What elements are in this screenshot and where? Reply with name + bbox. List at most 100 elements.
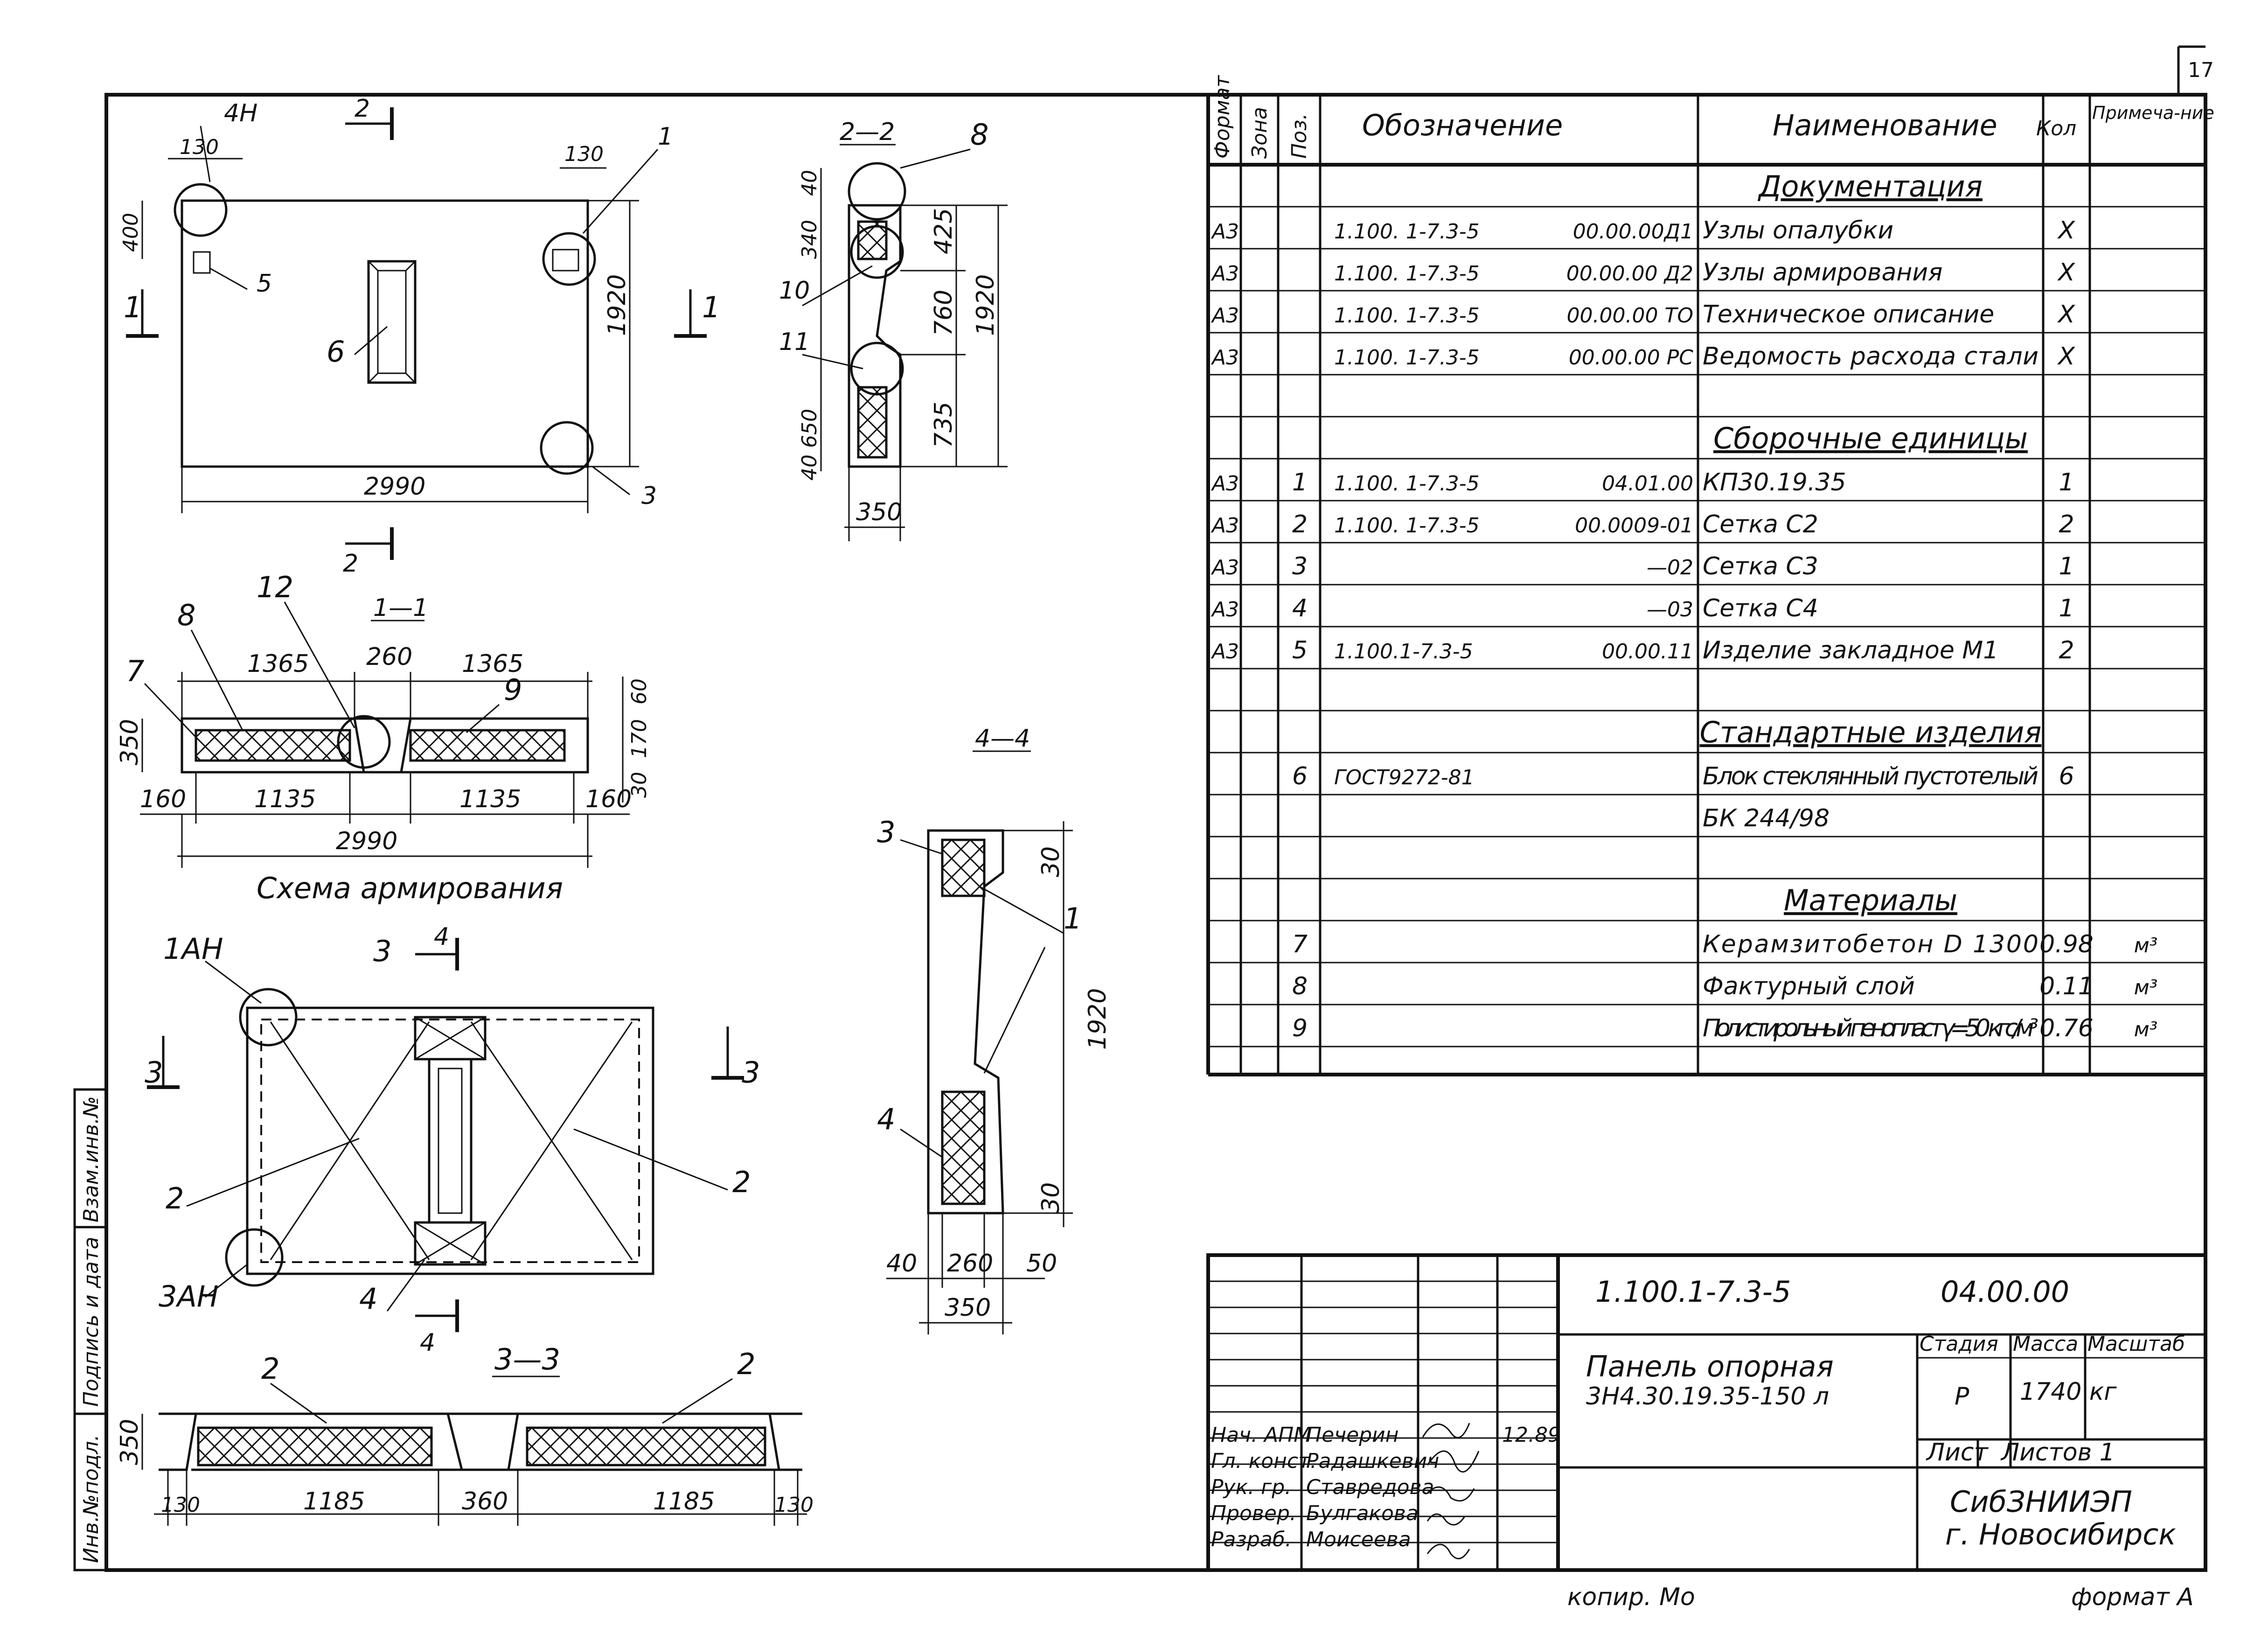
scheme-title: Схема армирования <box>257 871 563 905</box>
spec-header-name: Наименование <box>1773 108 1997 142</box>
sheet-number-box <box>2177 45 2205 95</box>
plan-dim-length: 2990 <box>364 473 425 501</box>
s11-dim-160-left: 160 <box>140 785 186 813</box>
spec-cell-pos: 7 <box>1292 930 1308 958</box>
plan-mark-1: 1 <box>658 123 673 151</box>
spec-header-qty: Кол <box>2036 117 2076 140</box>
s33-dim-360: 360 <box>462 1487 508 1515</box>
title-mass: 1740 кг <box>2020 1378 2117 1406</box>
title-designation-2: 04.00.00 <box>1941 1275 2069 1309</box>
section-1-1-title: 1—1 <box>373 594 428 622</box>
spec-cell-designation-2: 00.00.11 <box>1602 640 1693 663</box>
spec-cell-format: А3 <box>1211 472 1239 496</box>
spec-cell-designation: 1.100. 1-7.3-5 <box>1334 262 1480 286</box>
spec-section-title: Стандартные изделия <box>1699 715 2041 749</box>
spec-cell-name: Ведомость расхода стали <box>1703 342 2038 370</box>
title-date: 12.89 <box>1502 1423 1561 1447</box>
spec-cell-designation-2: 00.00.00Д1 <box>1573 220 1693 244</box>
spec-cell-name: КП30.19.35 <box>1703 468 1846 496</box>
spec-cell-name: Керамзитобетон D 1300 <box>1703 930 2038 958</box>
s44-dim-1920: 1920 <box>1084 988 1112 1050</box>
plan-dim-1920: 1920 <box>603 274 631 336</box>
spec-cell-name: БК 244/98 <box>1703 804 1830 832</box>
signature-role: Нач. АПМ <box>1211 1423 1311 1447</box>
s11-dim-60: 60 <box>627 678 651 705</box>
spec-cell-designation: 1.100. 1-7.3-5 <box>1334 514 1480 538</box>
s22-dim-340: 340 <box>798 220 821 259</box>
spec-cell-format: А3 <box>1211 304 1239 328</box>
s11-dim-1365-right: 1365 <box>462 650 523 678</box>
signature-role: Рук. гр. <box>1211 1475 1291 1499</box>
plan-cut-2-bottom: 2 <box>343 550 358 578</box>
s22-dim-350: 350 <box>856 498 902 526</box>
signature-role: Гл. конст. <box>1211 1449 1317 1473</box>
format-stamp: формат А <box>2071 1583 2194 1611</box>
scheme-cut-3-left: 3 <box>145 1055 163 1089</box>
s11-dim-260: 260 <box>366 643 412 671</box>
spec-section-title: Документация <box>1757 169 1983 203</box>
s33-dim-1185-left: 1185 <box>303 1487 365 1515</box>
spec-cell-name: Изделие закладное М1 <box>1703 636 1998 664</box>
spec-cell-name: Техническое описание <box>1703 300 1994 328</box>
spec-cell-designation-2: 00.0009-01 <box>1575 514 1693 538</box>
spec-cell-qty: X <box>2057 258 2075 286</box>
spec-cell-name: Блок стеклянный пустотелый <box>1703 762 2038 790</box>
spec-cell-qty: 0.76 <box>2039 1014 2094 1042</box>
signature-name: Булгакова <box>1306 1501 1419 1525</box>
scheme-mark-2-right: 2 <box>732 1165 751 1199</box>
spec-cell-pos: 1 <box>1292 468 1308 496</box>
plan-glass-block-opening <box>367 260 417 384</box>
spec-cell-name: Сетка С4 <box>1703 594 1818 622</box>
title-stage-label: Стадия <box>1920 1332 1998 1356</box>
plan-mark-4n: 4Н <box>224 99 257 127</box>
spec-cell-designation-2: —03 <box>1647 598 1693 621</box>
title-block: 1.100.1-7.3-5 04.00.00 Панель опорная 3Н… <box>1206 1253 2207 1572</box>
s11-dim-1135-left: 1135 <box>254 785 316 813</box>
s11-dim-1365-left: 1365 <box>247 650 309 678</box>
spec-section-title: Сборочные единицы <box>1713 421 2028 455</box>
spec-cell-qty: 1 <box>2059 468 2074 496</box>
s44-dim-30-top: 30 <box>1037 846 1065 877</box>
plan-cut-2-top: 2 <box>355 95 370 123</box>
s22-dim-760: 760 <box>930 290 958 336</box>
title-sheet-label: Лист <box>1926 1438 1989 1466</box>
title-name-1: Панель опорная <box>1586 1349 1834 1383</box>
title-mass-label: Масса <box>2013 1332 2078 1356</box>
spec-cell-format: А3 <box>1211 220 1239 244</box>
s11-dim-160-right: 160 <box>585 785 632 813</box>
spec-cell-designation: 1.100. 1-7.3-5 <box>1334 472 1480 496</box>
spec-cell-designation: 1.100. 1-7.3-5 <box>1334 346 1480 370</box>
spec-cell-pos: 3 <box>1292 552 1308 580</box>
s11-dim-350: 350 <box>116 719 144 765</box>
s22-mark-8: 8 <box>970 118 988 152</box>
title-org-1: СибЗНИИЭП <box>1950 1485 2132 1519</box>
s22-dim-425: 425 <box>930 208 958 254</box>
s44-mark-4: 4 <box>877 1102 895 1136</box>
spec-cell-pos: 6 <box>1292 762 1308 790</box>
title-stage: Р <box>1955 1383 1969 1411</box>
scheme-mark-2-left: 2 <box>166 1181 184 1215</box>
plan-mark-6: 6 <box>327 335 345 369</box>
s44-dim-350: 350 <box>945 1294 991 1322</box>
scheme-mark-1an: 1АН <box>163 932 223 966</box>
s11-mark-12: 12 <box>257 570 293 604</box>
spec-cell-format: А3 <box>1211 346 1239 370</box>
s33-dim-1185-right: 1185 <box>653 1487 715 1515</box>
signature-role: Провер. <box>1211 1501 1296 1525</box>
plan-cut-1-right: 1 <box>702 290 720 324</box>
spec-header-pos: Поз. <box>1287 113 1311 159</box>
scheme-cut-3-mark: 3 <box>373 934 391 968</box>
s22-dim-735: 735 <box>930 402 958 448</box>
side-stamp-sign: Подпись и дата <box>79 1237 103 1407</box>
scheme-cut-4-bottom: 4 <box>420 1329 435 1357</box>
signature-name: Ставредова <box>1306 1475 1434 1499</box>
s11-mark-8: 8 <box>177 598 195 632</box>
plan-dim-400: 400 <box>119 213 143 252</box>
plan-dim-130-right: 130 <box>564 142 604 166</box>
title-scale-label: Масштаб <box>2087 1332 2185 1356</box>
spec-cell-qty: X <box>2057 216 2075 244</box>
spec-cell-designation-2: 00.00.00 РС <box>1569 346 1693 370</box>
scheme-cut-3-right: 3 <box>742 1055 760 1089</box>
s44-dim-50: 50 <box>1026 1250 1057 1278</box>
